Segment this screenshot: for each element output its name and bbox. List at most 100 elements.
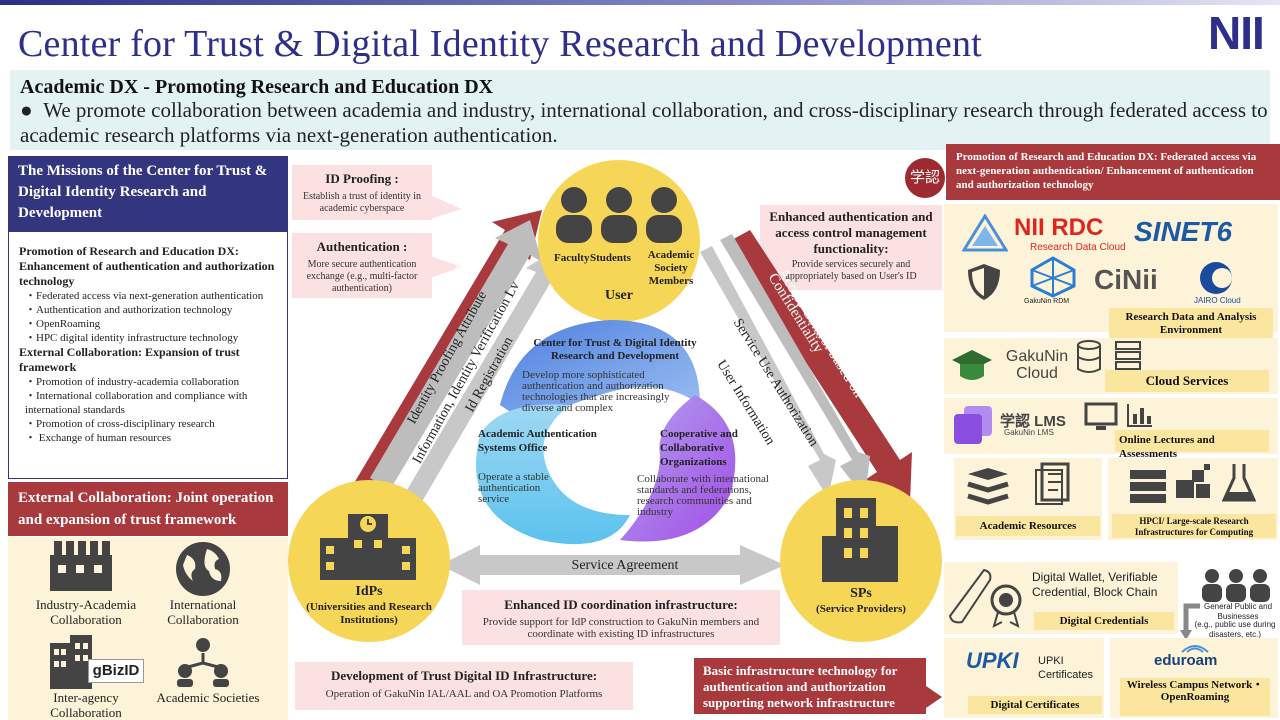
gray-arrow-left	[370, 220, 542, 490]
rde-label: Research Data and Analysis Environment	[1109, 308, 1273, 338]
mission-item: ・Promotion of industry-academia collabor…	[25, 376, 240, 388]
members-label: Academic Society Members	[647, 249, 695, 287]
center-swirl	[476, 320, 736, 545]
coop-title: Cooperative and Collaborative Organizati…	[660, 428, 738, 468]
pointer-arrow	[430, 195, 462, 219]
mission-item: ・Federated access via next-generation au…	[25, 290, 264, 302]
sinet-logo: SINET6	[1134, 216, 1233, 247]
id-coordination-box: Enhanced ID coordination infrastructure:…	[462, 590, 780, 645]
upki-logo: UPKI	[966, 648, 1019, 673]
eduroam-panel: eduroam Wireless Campus Network・OpenRoam…	[1110, 638, 1278, 718]
cloud-panel: GakuNin Cloud Cloud Services	[944, 338, 1278, 394]
authentication-title: Authentication :	[316, 239, 408, 254]
label-service-agreement: Service Agreement	[571, 558, 679, 573]
lms-logo: 学認 LMS	[1000, 413, 1066, 430]
trust-dev-text: Operation of GakuNin IAL/AAL and OA Prom…	[325, 688, 603, 700]
credentials-panel: Digital Wallet, Verifiable Credential, B…	[944, 562, 1178, 634]
missions-body: Promotion of Research and Education DX: …	[8, 231, 288, 479]
cloud-services-label: Cloud Services	[1105, 370, 1269, 392]
academic-resources-label: Academic Resources	[956, 516, 1100, 536]
jairo-label: JAIRO Cloud	[1194, 296, 1241, 305]
lectures-label: Online Lectures and Assessments	[1115, 430, 1269, 460]
dx-bullet: ● We promote collaboration between acade…	[20, 98, 1268, 148]
mission-item: ・Authentication and authorization techno…	[25, 304, 233, 316]
factory-icon	[50, 541, 112, 591]
dx-heading: Academic DX - Promoting Research and Edu…	[20, 76, 494, 98]
eduroam-logo: eduroam	[1154, 652, 1218, 669]
inter-agency-label: Inter-agency Collaboration	[50, 690, 122, 720]
sps-sub: (Service Providers)	[816, 603, 906, 615]
id-proofing-text: Establish a trust of identity in academi…	[302, 191, 422, 214]
lms-sub: GakuNin LMS	[1004, 428, 1054, 437]
id-proofing-box: ID Proofing : Establish a trust of ident…	[292, 165, 432, 220]
external-panel: Industry-Academia Collaboration Internat…	[8, 537, 288, 720]
nii-logo: NII	[1208, 7, 1265, 59]
server-icon	[1115, 341, 1141, 370]
page-title: Center for Trust & Digital Identity Rese…	[18, 23, 982, 65]
books-icon	[967, 468, 1009, 505]
lms-icon	[954, 406, 992, 444]
research-data-panel: NII RDC Research Data Cloud SINET6 GakuN…	[944, 204, 1278, 338]
nii-rdc-icon	[962, 214, 1008, 252]
gakunin-cloud-logo: GakuNin Cloud	[1005, 348, 1069, 382]
pointer-arrow	[926, 686, 942, 708]
mission-item: ・International collaboration and complia…	[25, 390, 248, 416]
missions-heading: The Missions of the Center for Trust & D…	[8, 156, 288, 231]
certificates-label: Digital Certificates	[968, 696, 1102, 714]
globe-icon	[176, 542, 230, 596]
academic-resources-panel: Academic Resources	[954, 458, 1102, 540]
triangle-arrows	[325, 210, 912, 585]
user-circle: Faculty Students Academic Society Member…	[538, 160, 700, 322]
nii-rdc-logo: NII RDC	[1014, 214, 1104, 241]
return-arrow-icon	[1180, 603, 1200, 640]
document-icon	[1035, 462, 1070, 505]
wallet-text: Digital Wallet, Verifiable Credential, B…	[1032, 570, 1158, 599]
jairo-icon	[1200, 262, 1232, 294]
mission-item: ・HPC digital identity infrastructure tec…	[25, 332, 239, 344]
monitor-icon	[1084, 402, 1118, 430]
enhanced-auth-text: Provide services securely and appropriat…	[785, 259, 917, 282]
id-proofing-title: ID Proofing :	[325, 171, 399, 186]
idps-sub: (Universities and Research Institutions)	[306, 601, 432, 626]
dx-summary-box: Academic DX - Promoting Research and Edu…	[10, 70, 1270, 150]
promotion-banner: Promotion of Research and Education DX: …	[946, 144, 1280, 200]
academic-societies-label: Academic Societies	[156, 690, 260, 705]
credentials-label: Digital Credentials	[1034, 612, 1174, 630]
building-icon	[50, 635, 92, 689]
idps-circle: IdPs (Universities and Research Institut…	[288, 480, 450, 642]
wireless-label: Wireless Campus Network・OpenRoaming	[1120, 678, 1270, 716]
international-label: International Collaboration	[167, 597, 239, 627]
authentication-text: More secure authentication exchange (e.g…	[306, 259, 418, 294]
nii-rdc-sub: Research Data Cloud	[1030, 242, 1126, 253]
bar-chart-icon	[1127, 404, 1152, 427]
office-building-icon	[822, 498, 898, 582]
sps-circle: SPs (Service Providers)	[780, 480, 942, 642]
mission-h1: Promotion of Research and Education DX: …	[19, 244, 275, 288]
red-arrow-right	[728, 230, 912, 502]
gakunin-rdm-label: GakuNin RDM	[1024, 298, 1070, 305]
gray-arrow-right	[700, 246, 836, 498]
idps-label: IdPs	[355, 584, 383, 599]
industry-label: Industry-Academia Collaboration	[35, 597, 137, 627]
server-rack-icon	[1130, 470, 1166, 503]
mission-item: ・OpenRoaming	[25, 318, 101, 330]
upki-certs-text: UPKI Certificates	[1038, 655, 1094, 681]
certificate-icon	[948, 568, 1022, 628]
database-icon	[1077, 340, 1101, 373]
hpci-panel: HPCI/ Large-scale Research Infrastructur…	[1108, 458, 1278, 540]
graduation-cap-icon	[952, 350, 992, 380]
shield-icon	[968, 264, 1000, 300]
certificates-panel: UPKI UPKI Certificates Digital Certifica…	[944, 638, 1104, 718]
trust-dev-box: Development of Trust Digital ID Infrastr…	[295, 662, 633, 710]
people-icon	[556, 187, 682, 243]
public-people-icon	[1202, 569, 1270, 602]
dx-bullet-text: We promote collaboration between academi…	[20, 98, 1268, 147]
mission-h2: External Collaboration: Expansion of tru…	[19, 345, 240, 374]
lms-panel: 学認 LMS GakuNin LMS Online Lectures and A…	[944, 398, 1278, 460]
gbizid-logo: gBizID	[88, 659, 144, 683]
pointer-arrow	[430, 256, 462, 278]
enhanced-auth-title: Enhanced authentication and access contr…	[769, 209, 933, 256]
user-label: User	[605, 288, 633, 303]
flask-icon	[1222, 464, 1256, 502]
sps-label: SPs	[850, 586, 872, 601]
